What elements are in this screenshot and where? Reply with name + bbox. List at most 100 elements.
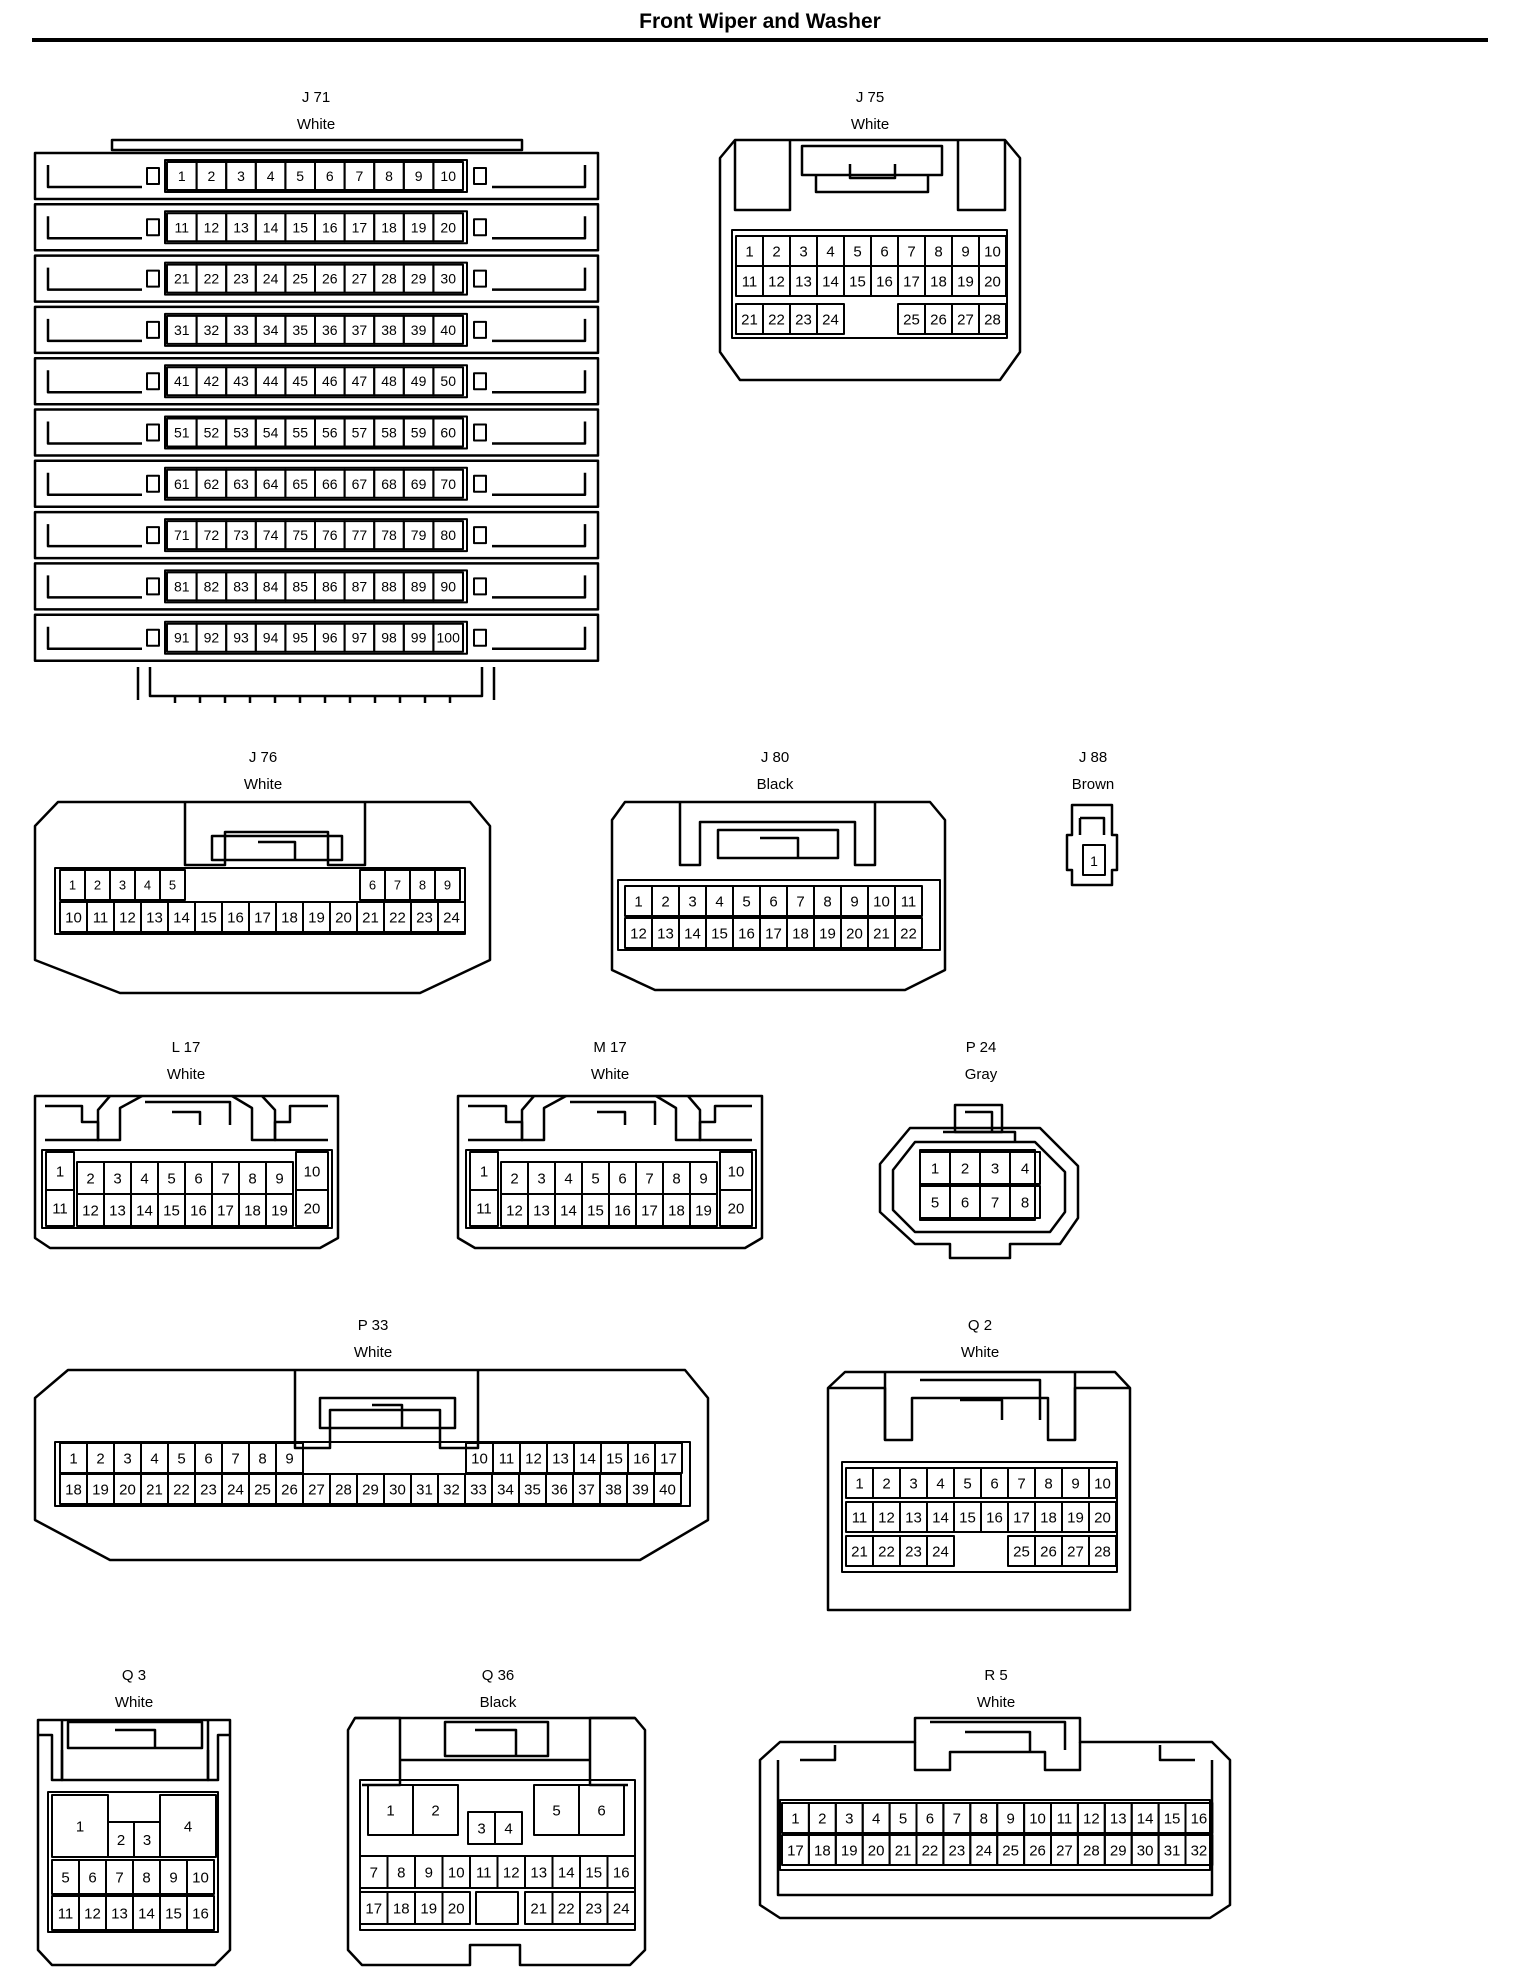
pin-1: 1: [845, 1467, 874, 1499]
pin-label: 41: [174, 373, 190, 389]
pin-label: 4: [826, 243, 834, 260]
pin-21: 21: [867, 917, 896, 949]
pin-label: 32: [443, 1481, 460, 1498]
pin-31: 31: [166, 314, 198, 345]
pin-18: 18: [662, 1193, 691, 1227]
pin-label: 4: [140, 1170, 148, 1187]
pin-15: 15: [1157, 1802, 1187, 1834]
pin-24: 24: [437, 901, 466, 933]
pin-label: 10: [471, 1450, 488, 1467]
pin-4: 4: [705, 885, 734, 917]
pin-label: 100: [437, 630, 461, 646]
pin-label: 76: [322, 527, 338, 543]
pin-9: 9: [1061, 1467, 1090, 1499]
pin-13: 13: [524, 1855, 554, 1889]
pin-19: 19: [834, 1834, 864, 1866]
pin-label: 21: [851, 1543, 868, 1560]
pin-4: 4: [494, 1811, 523, 1845]
pin-label: 33: [470, 1481, 487, 1498]
pin-label: 5: [552, 1802, 560, 1819]
pin-label: 53: [233, 425, 249, 441]
connector-id: L 17: [172, 1039, 201, 1056]
pin-label: 5: [167, 1170, 175, 1187]
connector-id: J 75: [856, 89, 884, 106]
pin-66: 66: [314, 468, 346, 499]
pin-label: 8: [980, 1810, 988, 1827]
pin-label: 88: [381, 578, 397, 594]
pin-39: 39: [402, 314, 435, 345]
pin-10: 10: [867, 885, 896, 917]
pin-label: 73: [233, 527, 249, 543]
pin-15: 15: [159, 1895, 188, 1931]
pin-38: 38: [373, 314, 405, 345]
pin-label: 93: [233, 630, 249, 646]
pin-label: 18: [668, 1202, 685, 1219]
pin-13: 13: [546, 1442, 575, 1474]
pin-12: 12: [762, 265, 791, 297]
pin-label: 20: [846, 925, 863, 942]
pin-label: 11: [1057, 1810, 1073, 1827]
pin-label: 2: [772, 243, 780, 260]
pin-1: 1: [166, 161, 198, 191]
pin-46: 46: [314, 366, 346, 397]
pin-2: 2: [651, 885, 680, 917]
pin-label: 15: [849, 273, 866, 290]
pin-1: 1: [469, 1151, 499, 1191]
pin-label: 9: [1071, 1475, 1079, 1492]
pin-20: 20: [840, 917, 869, 949]
pin-6: 6: [194, 1442, 223, 1474]
pin-label: 15: [163, 1202, 180, 1219]
pin-label: 18: [792, 925, 809, 942]
pin-label: 8: [1044, 1475, 1052, 1492]
pin-label: 5: [169, 878, 176, 893]
pin-87: 87: [343, 571, 376, 602]
pin-16: 16: [314, 212, 346, 243]
pin-3: 3: [225, 161, 257, 191]
pin-label: 10: [448, 1864, 465, 1881]
pin-1: 1: [624, 885, 653, 917]
pin-2: 2: [872, 1467, 901, 1499]
pin-19: 19: [402, 212, 435, 243]
pin-18: 18: [1034, 1501, 1063, 1533]
pin-label: 20: [440, 219, 456, 235]
pin-10: 10: [1023, 1802, 1052, 1834]
pin-label: 47: [352, 373, 368, 389]
pin-label: 14: [579, 1450, 596, 1467]
pin-label: 11: [93, 909, 109, 926]
pin-label: 13: [1110, 1810, 1127, 1827]
pin-label: 21: [895, 1842, 912, 1859]
pin-19: 19: [1061, 1501, 1090, 1533]
pin-5: 5: [843, 235, 872, 267]
pin-6: 6: [949, 1185, 981, 1219]
pin-15: 15: [157, 1193, 186, 1227]
pin-label: 10: [440, 168, 456, 184]
pin-label: 1: [69, 878, 76, 893]
pin-47: 47: [343, 366, 376, 397]
pin-20: 20: [295, 1189, 329, 1227]
pin-label: 1: [855, 1475, 863, 1492]
pin-label: 14: [263, 219, 279, 235]
connector-color: Black: [757, 776, 794, 793]
pin-34: 34: [491, 1473, 520, 1505]
pin-10: 10: [441, 1855, 471, 1889]
pin-25: 25: [1007, 1535, 1036, 1567]
pin-label: 20: [1094, 1509, 1111, 1526]
pin-label: 6: [880, 243, 888, 260]
connector-color: White: [244, 776, 282, 793]
pin-4: 4: [130, 1161, 159, 1195]
pin-73: 73: [225, 520, 257, 551]
pin-label: 6: [204, 1450, 212, 1467]
pin-3: 3: [103, 1161, 132, 1195]
pin-74: 74: [254, 520, 287, 551]
pin-label: 22: [922, 1842, 939, 1859]
pin-12: 12: [78, 1895, 107, 1931]
pin-label: 6: [990, 1475, 998, 1492]
pin-28: 28: [978, 303, 1007, 335]
pin-44: 44: [254, 366, 287, 397]
pin-label: 98: [381, 630, 397, 646]
pin-52: 52: [195, 417, 228, 448]
pin-2: 2: [107, 1821, 135, 1858]
pin-label: 12: [506, 1202, 523, 1219]
